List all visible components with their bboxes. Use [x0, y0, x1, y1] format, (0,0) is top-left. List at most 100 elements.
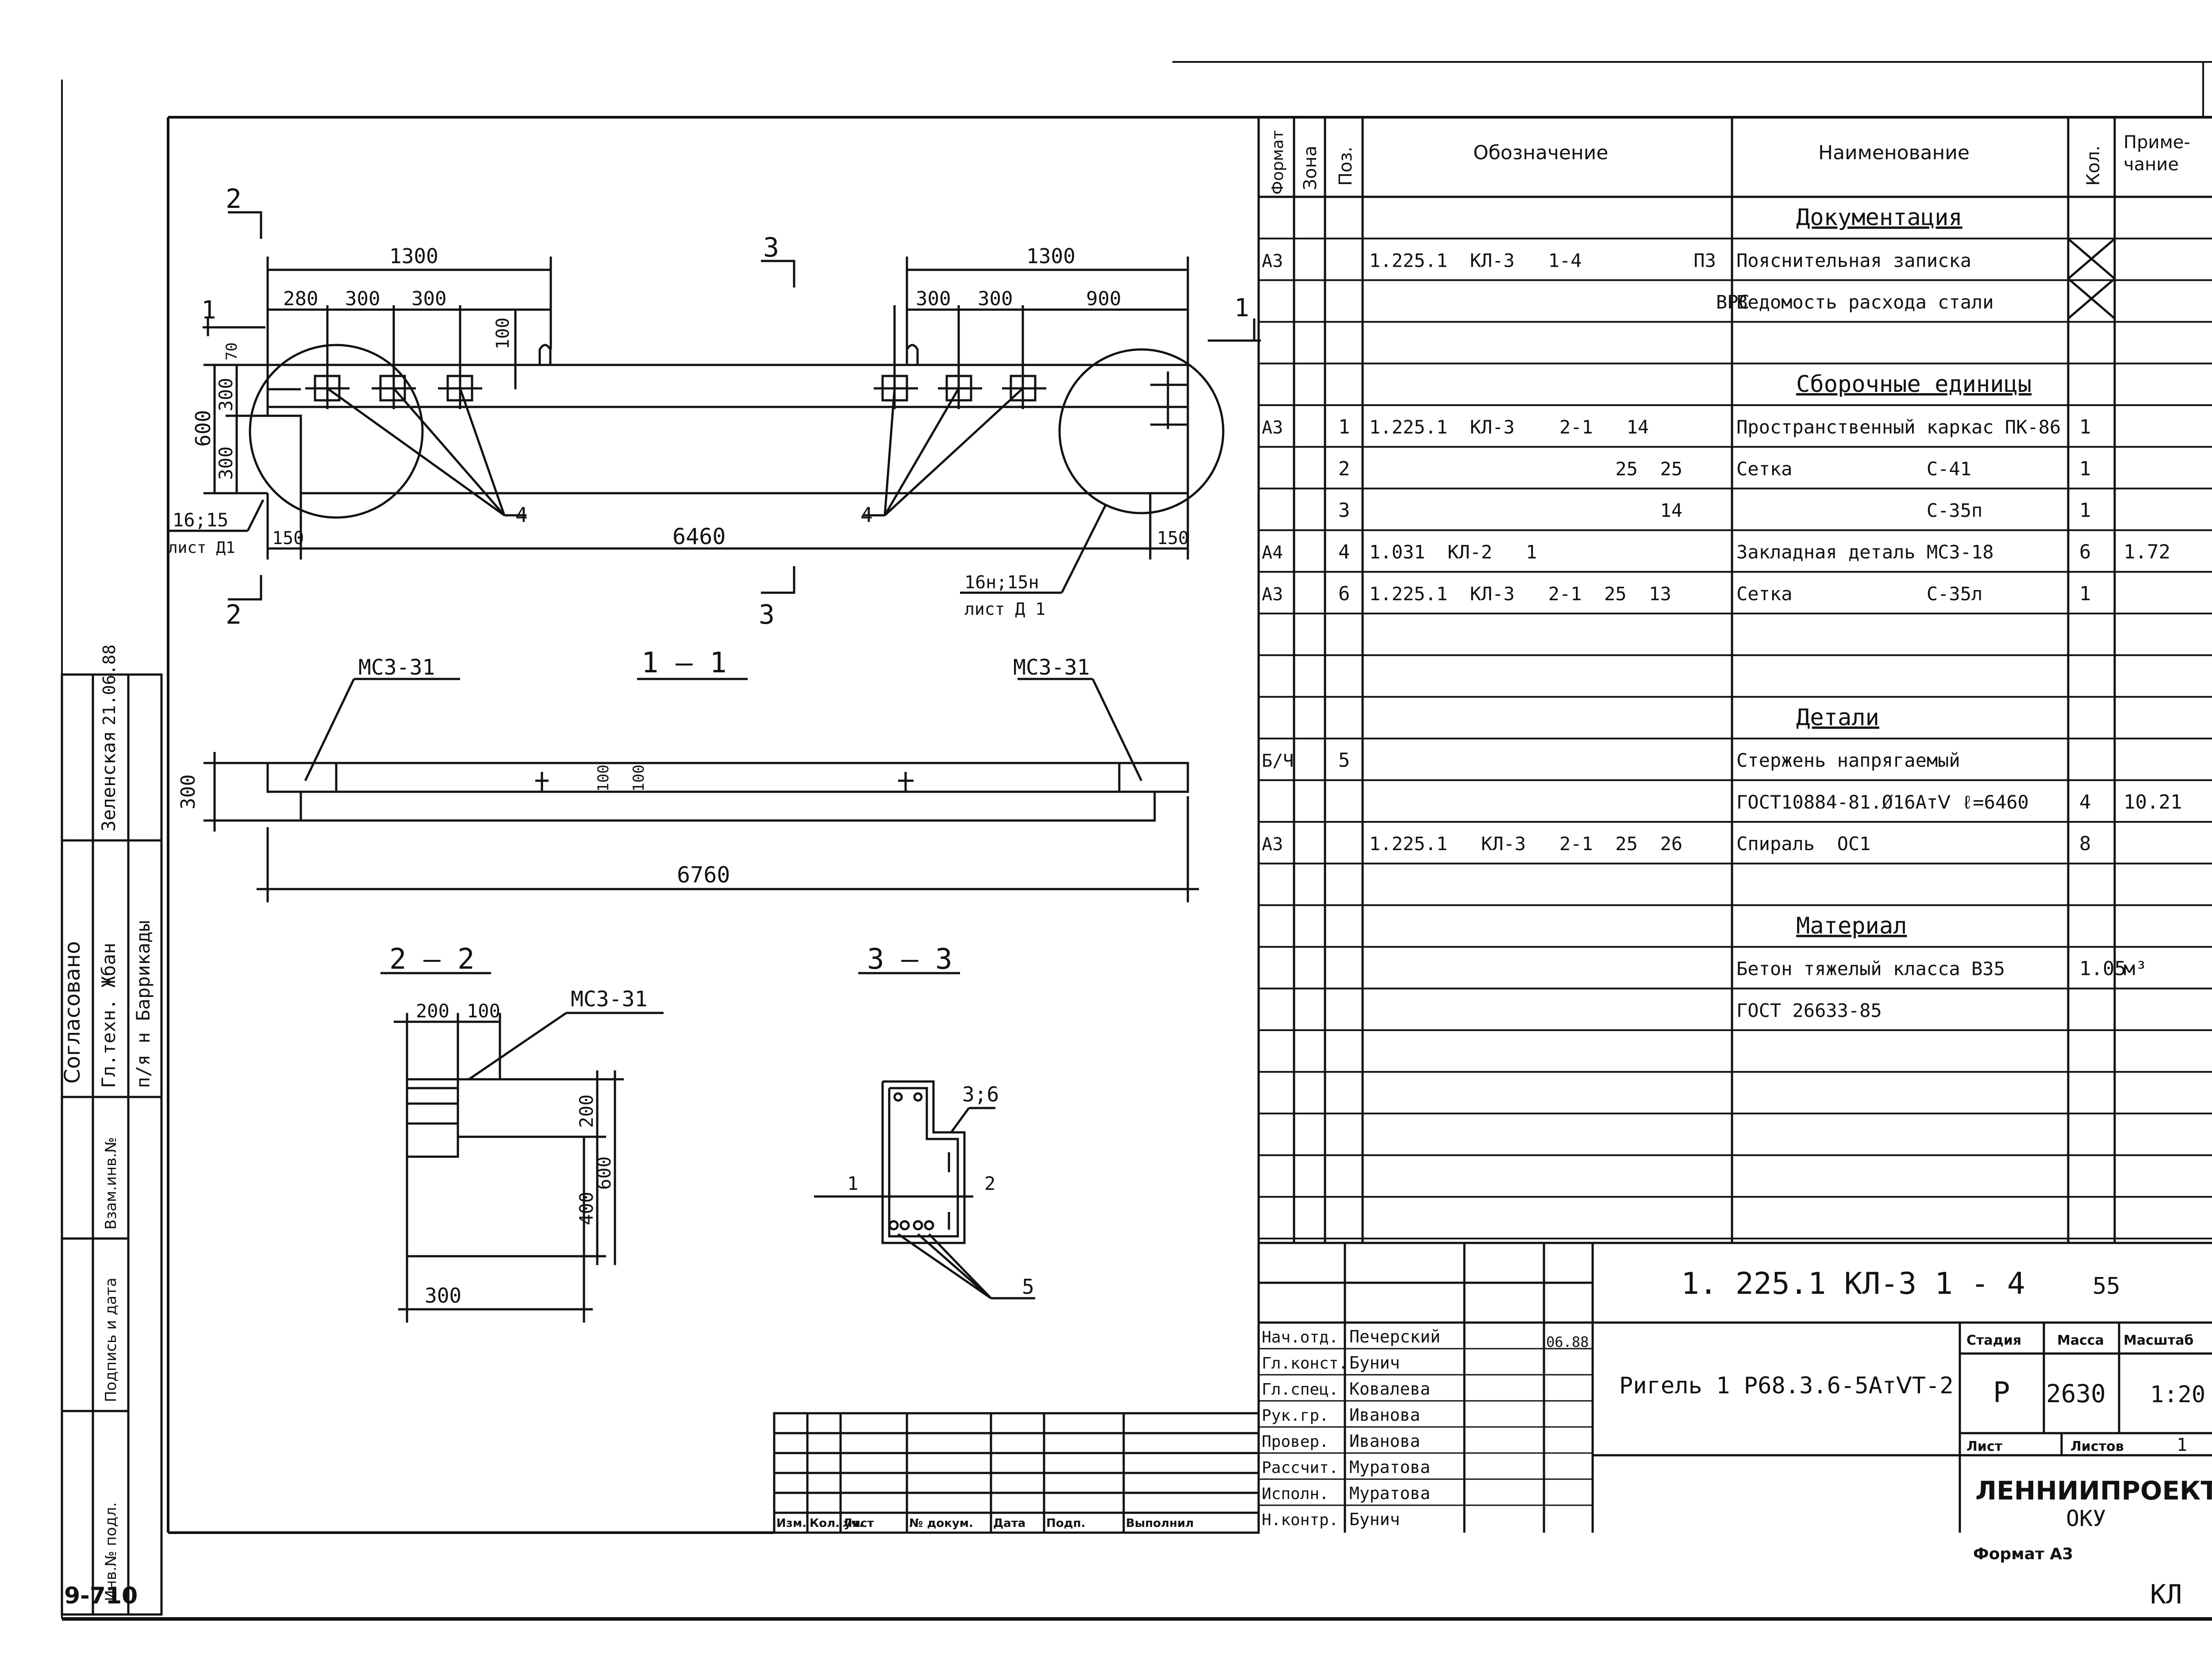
section-mark-3-top: 3	[763, 232, 779, 263]
section-2-2	[380, 972, 664, 1323]
spec-cell-qty-5: 1	[2079, 416, 2091, 438]
rev-header-0: Изм.	[776, 1517, 806, 1530]
sec11-dim-6760: 6760	[677, 862, 730, 888]
spec-cell-name-17: Материал	[1796, 913, 1907, 940]
dim-100: 100	[493, 318, 513, 349]
section-1-1-title: 1 — 1	[641, 647, 727, 679]
dim-300-a: 300	[345, 288, 380, 310]
spec-cell-name-6: Сетка С-41	[1736, 458, 1971, 479]
hdr-note-2: чание	[2124, 154, 2179, 175]
spec-cell-qty-14: 4	[2079, 791, 2091, 813]
spec-cell-des-1: 1.225.1 КЛ-3 1-4 ПЗ	[1369, 249, 1716, 271]
staff-role-0: Нач.отд.	[1262, 1328, 1338, 1346]
spec-cell-name-12: Детали	[1796, 705, 1879, 731]
spec-cell-note-18: м³	[2124, 958, 2147, 980]
rev-header-5: Подп.	[1046, 1517, 1085, 1530]
staff-role-7: Н.контр.	[1262, 1511, 1338, 1529]
dim-150-left: 150	[272, 528, 304, 548]
margin-r3: п/я н Баррикады	[132, 920, 154, 1088]
spec-cell-pos-8: 4	[1338, 541, 1350, 564]
title-block-grid	[773, 1243, 2212, 1534]
section-mark-1-left: 1	[201, 296, 216, 325]
sec22-dim-200-h: 200	[416, 1000, 449, 1022]
spec-cell-des-7: 14	[1369, 500, 1682, 522]
staff-role-2: Гл.спец.	[1262, 1381, 1338, 1399]
staff-name-1: Бунич	[1349, 1353, 1400, 1373]
spec-cell-name-13: Стержень напрягаемый	[1736, 750, 1960, 771]
spec-cell-fmt-15: А3	[1262, 834, 1283, 855]
spec-cell-name-15: Спираль ОС1	[1736, 833, 1870, 855]
hdr-note-1: Приме-	[2124, 132, 2190, 153]
stage-header: Стадия	[1966, 1333, 2021, 1348]
margin-d1: 21.06.88	[100, 644, 119, 725]
sec22-dim-400: 400	[576, 1192, 597, 1225]
doc-description: Ригель 1 Р68.3.6-5АтⅤТ-2	[1619, 1373, 1954, 1399]
spec-cell-des-9: 1.225.1 КЛ-3 2-1 25 13	[1369, 583, 1671, 605]
sec11-dim-100-a: 100	[595, 765, 612, 792]
staff-name-6: Муратова	[1349, 1484, 1430, 1503]
pos-4-left: 4	[515, 503, 528, 527]
dim-600: 600	[191, 410, 215, 447]
spec-cell-pos-6: 2	[1338, 457, 1350, 480]
sec33-label-2: 2	[984, 1173, 995, 1194]
sheets-value: 1	[2177, 1435, 2187, 1455]
margin-stamp	[61, 673, 163, 1616]
staff-name-0: Печерский	[1349, 1327, 1440, 1346]
spec-cell-pos-7: 3	[1338, 499, 1350, 522]
mass-header: Масса	[2057, 1333, 2104, 1348]
staff-row-lines	[1259, 1348, 1593, 1506]
sheets-header: Листов	[2070, 1439, 2124, 1454]
spec-cell-qty-9: 1	[2079, 583, 2091, 605]
section-mark-2-top: 2	[226, 184, 242, 215]
staff-name-4: Иванова	[1349, 1431, 1420, 1451]
section-1-1	[204, 678, 1199, 902]
ref-left-line1: 16;15	[173, 509, 228, 531]
spec-table-grid	[1257, 116, 2212, 1244]
mass-value: 2630	[2046, 1380, 2106, 1408]
spec-cell-note-8: 1.72	[2124, 541, 2170, 564]
spec-cell-name-14: ГОСТ10884-81.Ø16АтⅤ ℓ=6460	[1736, 791, 2029, 813]
sec33-label-5: 5	[1022, 1275, 1034, 1299]
spec-cell-qty-8: 6	[2079, 541, 2091, 564]
dim-300-d: 300	[978, 288, 1013, 310]
rev-header-3: № докум.	[909, 1517, 973, 1530]
spec-cell-fmt-1: А3	[1262, 251, 1283, 271]
stage-value: Р	[1993, 1377, 2010, 1409]
margin-inv-orig: Инв.№ подл.	[102, 1502, 120, 1601]
org-name: ЛЕННИИПРОЕКТ	[1975, 1476, 2212, 1506]
margin-r1: Гл.техн. Жбан	[98, 943, 119, 1088]
spec-cell-fmt-8: А4	[1262, 543, 1283, 563]
section-3-3	[814, 972, 1035, 1300]
spec-cell-name-19: ГОСТ 26633-85	[1736, 1000, 1882, 1021]
sec11-dim-300: 300	[177, 775, 200, 809]
margin-r2: Зеленская	[98, 731, 119, 832]
ref-left-line2: лист Д1	[168, 539, 235, 557]
spec-cell-name-18: Бетон тяжелый класса В35	[1736, 958, 2005, 980]
spec-cell-qty-6: 1	[2079, 457, 2091, 480]
spec-cell-pos-13: 5	[1338, 749, 1350, 772]
section-3-3-title: 3 — 3	[867, 943, 952, 976]
spec-cell-note-14: 10.21	[2124, 791, 2182, 813]
spec-cell-name-9: Сетка С-35л	[1736, 583, 1982, 605]
sec22-mc: МС3-31	[571, 987, 647, 1012]
staff-name-3: Иванова	[1349, 1405, 1420, 1425]
sec22-dim-600: 600	[593, 1156, 615, 1190]
scale-value: 1:20	[2150, 1381, 2205, 1408]
spec-cell-name-5: Пространственный каркас ПК-86	[1736, 416, 2061, 438]
staff-name-2: Ковалева	[1349, 1379, 1430, 1399]
scale-header: Масштаб	[2124, 1333, 2193, 1348]
spec-cell-des-8: 1.031 КЛ-2 1	[1369, 541, 1537, 563]
spec-cell-des-6: 25 25	[1369, 458, 1682, 479]
sec33-label-1: 1	[847, 1173, 858, 1194]
hdr-pos: Поз.	[1336, 146, 1356, 186]
rev-header-2: Лист	[843, 1517, 874, 1530]
hdr-zone: Зона	[1300, 146, 1321, 190]
spec-cell-des-15: 1.225.1 КЛ-3 2-1 25 26	[1369, 833, 1682, 855]
spec-cell-name-1: Пояснительная записка	[1736, 249, 1971, 271]
spec-cell-qty-7: 1	[2079, 499, 2091, 522]
dim-300-v2: 300	[215, 446, 237, 480]
spec-cell-fmt-9: А3	[1262, 584, 1283, 605]
